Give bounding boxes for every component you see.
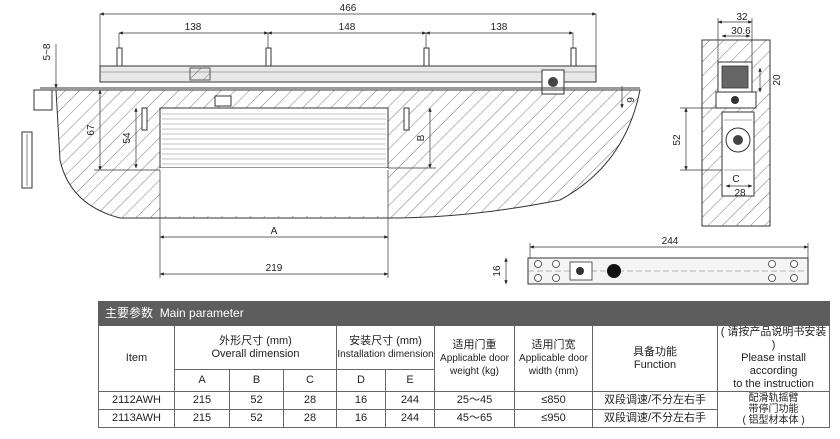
dim-9: 9 xyxy=(626,97,637,103)
dim-54: 54 xyxy=(122,132,133,144)
cell-weight: 25～45 xyxy=(434,391,515,410)
parameter-table: 主要参数 Main parameter Item 外形尺寸 (mm)Overal… xyxy=(97,301,831,428)
table-title: 主要参数 Main parameter xyxy=(97,301,831,326)
dim-B: B xyxy=(416,134,427,141)
closer-body xyxy=(159,107,389,169)
col-B: B xyxy=(229,369,284,392)
dim-30-6: 30.6 xyxy=(731,26,751,37)
table-row: 2112AWH 215 52 28 16 244 25～45 ≤850 双段调速… xyxy=(98,391,831,428)
cell-B: 52 xyxy=(229,409,284,428)
cell-remark: 配滑轨摇臂带停门功能( 铝型材本体 ) xyxy=(716,391,831,428)
dim-28: 28 xyxy=(734,188,746,199)
mounting-plate xyxy=(527,257,809,285)
cell-weight: 45～65 xyxy=(434,409,515,428)
header-install: 安装尺寸 (mm)Installation dimension xyxy=(336,325,435,370)
front-view xyxy=(21,47,641,219)
cell-E: 244 xyxy=(385,391,435,410)
cell-C: 28 xyxy=(283,409,337,428)
dimension-labels-section: 32 30.6 20 52 C 28 xyxy=(672,12,783,199)
cell-A: 215 xyxy=(174,409,230,428)
col-E: E xyxy=(385,369,435,392)
cell-item: 2112AWH xyxy=(98,391,175,410)
col-C: C xyxy=(283,369,337,392)
title-en: Main parameter xyxy=(159,306,244,320)
dim-219: 219 xyxy=(266,263,283,274)
cell-E: 244 xyxy=(385,409,435,428)
col-D: D xyxy=(336,369,386,392)
dim-A: A xyxy=(271,226,278,237)
dim-gap: 5~8 xyxy=(42,43,53,60)
table-row: 2113AWH 215 52 28 16 244 45～65 ≤950 双段调速… xyxy=(98,409,830,428)
dim-C: C xyxy=(732,174,739,185)
cell-D: 16 xyxy=(336,391,386,410)
cell-B: 52 xyxy=(229,391,284,410)
technical-drawing: 466 138 148 138 5~8 67 54 B 9 A 219 32 3… xyxy=(21,3,809,285)
pocket xyxy=(160,168,388,216)
col-A: A xyxy=(174,369,230,392)
dimensions-plate xyxy=(504,243,809,285)
dim-center: 148 xyxy=(339,22,356,33)
cell-function: 双段调速/不分左右手 xyxy=(592,409,718,428)
dim-32: 32 xyxy=(736,12,748,23)
dim-52: 52 xyxy=(672,134,683,146)
cell-function: 双段调速/不分左右手 xyxy=(592,391,718,410)
dim-overall: 466 xyxy=(340,3,357,14)
cell-width: ≤850 xyxy=(514,391,593,410)
cell-item: 2113AWH xyxy=(98,409,175,428)
header-overall: 外形尺寸 (mm)Overall dimension xyxy=(174,325,337,370)
dimensions-section xyxy=(680,18,762,188)
cell-width: ≤950 xyxy=(514,409,593,428)
cell-D: 16 xyxy=(336,409,386,428)
dim-244: 244 xyxy=(662,236,679,247)
dim-left: 138 xyxy=(185,22,202,33)
title-cn: 主要参数 xyxy=(105,306,154,320)
dim-16: 16 xyxy=(492,265,503,277)
dimension-labels-front: 466 138 148 138 5~8 67 54 B 9 A 219 xyxy=(42,3,637,274)
cell-A: 215 xyxy=(174,391,230,410)
dim-right: 138 xyxy=(491,22,508,33)
dim-20: 20 xyxy=(772,74,783,86)
top-rail xyxy=(99,65,597,83)
cell-C: 28 xyxy=(283,391,337,410)
dim-67: 67 xyxy=(86,124,97,136)
dimension-labels-plate: 244 16 xyxy=(492,236,679,277)
header-item: Item xyxy=(98,325,175,392)
dimensions-front xyxy=(40,12,640,278)
